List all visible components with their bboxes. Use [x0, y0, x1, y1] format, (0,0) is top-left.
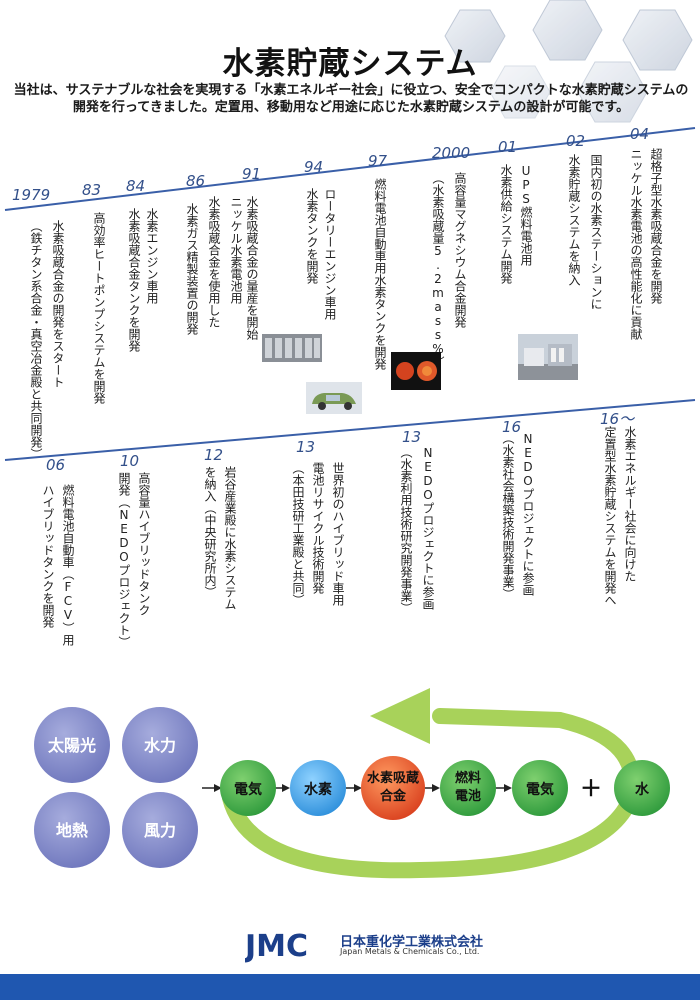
upper-event-8-line-0: UPS燃料電池用: [519, 164, 533, 266]
upper-year-4: 91: [242, 165, 262, 183]
node-hydrogen-label: 水素: [304, 781, 332, 798]
node-electricity-1-label: 電気: [234, 781, 262, 798]
intro-line-1: 当社は、サステナブルな社会を実現する「水素エネルギー社会」に役立つ、安全でコンパ…: [13, 83, 689, 98]
lower-year-2: 12: [204, 446, 224, 464]
lower-event-5-line-0: NEDOプロジェクトに参画: [521, 432, 535, 596]
upper-year-7: 2000: [432, 144, 471, 162]
upper-event-10-line-0: 超格子型水素吸蔵合金を開発: [649, 148, 663, 304]
source-hydro: 水力: [144, 736, 176, 755]
upper-event-8-line-1: 水素供給システム開発: [499, 164, 513, 284]
upper-event-4-line-2: 水素吸蔵合金の量産を開始: [245, 196, 259, 340]
plus-sign: ＋: [580, 777, 602, 802]
node-water-label: 水: [635, 781, 650, 798]
upper-event-10-line-1: ニッケル水素電池の高性能化に貢献: [629, 148, 643, 340]
lower-event-3-line-2: （本田技研工業殿と共同）: [291, 462, 305, 606]
bottom-bar: [0, 974, 700, 1000]
upper-event-6-line-0: 燃料電池自動車用水素タンクを開発: [373, 178, 387, 370]
node-water: [614, 760, 670, 816]
node-fuel-cell-label-1: 燃料: [455, 770, 481, 786]
lower-event-4-line-1: （水素利用技術研究開発事業）: [399, 446, 413, 614]
battery-photo: [262, 334, 322, 362]
node-hydrogen: [290, 760, 346, 816]
hydrogen-station-photo: [518, 334, 578, 380]
upper-year-1: 83: [82, 181, 102, 199]
upper-event-4-line-1: ニッケル水素電池用: [229, 196, 243, 304]
source-geothermal: 地熱: [56, 821, 88, 840]
node-alloy-label-2: 合金: [380, 788, 407, 804]
timeline-axis-lines: [4, 127, 696, 461]
node-alloy-label-1: 水素吸蔵: [367, 770, 419, 786]
node-electricity-2-label: 電気: [526, 781, 554, 798]
upper-year-2: 84: [126, 177, 146, 195]
upper-event-5-line-0: ロータリーエンジン車用: [323, 188, 337, 320]
lower-event-0-line-1: ハイブリッドタンクを開発: [41, 484, 55, 628]
page-title: 水素貯蔵システム: [222, 46, 478, 82]
upper-year-6: 97: [368, 152, 388, 170]
node-fuel-cell: [440, 760, 496, 816]
upper-year-10: 04: [630, 125, 650, 143]
intro-text: 当社は、サステナブルな社会を実現する「水素エネルギー社会」に役立つ、安全でコンパ…: [10, 82, 692, 116]
lower-event-6-line-0: 水素エネルギー社会に向けた: [623, 426, 637, 582]
upper-event-3-line-0: 水素ガス精製装置の開発: [185, 203, 199, 335]
node-fuel-cell-label-2: 電池: [455, 788, 481, 804]
lower-year-4: 13: [402, 428, 422, 446]
logo-mark: JMC: [245, 929, 308, 964]
upper-event-9-line-0: 国内初の水素ステーションに: [589, 154, 603, 310]
node-electricity-1: [220, 760, 276, 816]
upper-event-7-line-0: 高容量マグネシウム合金開発: [453, 172, 467, 328]
lower-event-3-line-1: 電池リサイクル技術開発: [311, 462, 325, 594]
lower-event-4-line-0: NEDOプロジェクトに参画: [421, 446, 435, 610]
hydrogen-car-photo: [306, 382, 362, 414]
cycle-arrow: [222, 708, 641, 879]
company-name-en: Japan Metals & Chemicals Co., Ltd.: [340, 947, 480, 956]
upper-event-4-line-0: 水素吸蔵合金を使用した: [207, 196, 221, 328]
cycle-arrow-head: [370, 688, 430, 744]
lower-event-1-line-0: 高容量ハイブリッドタンク: [137, 472, 151, 616]
upper-event-1-line-0: 高効率ヒートポンプシステムを開発: [92, 212, 106, 404]
lower-event-2-line-0: 岩谷産業殿に水素システム: [223, 466, 237, 610]
lower-year-6: 16～: [600, 410, 635, 428]
lower-event-0-line-0: 燃料電池自動車（FCV）用: [61, 484, 75, 646]
upper-event-0-line-1: （鉄チタン系合金・真空冶金殿と共同開発）: [29, 220, 43, 460]
energy-sources: 太陽光 水力 地熱 風力: [34, 707, 198, 868]
lower-event-1-line-1: 開発（NEDOプロジェクト）: [117, 472, 131, 648]
upper-event-2-line-1: 水素吸蔵合金タンクを開発: [127, 208, 141, 352]
node-hydrogen-storage-alloy: [361, 756, 425, 820]
upper-year-0: 1979: [12, 186, 51, 204]
upper-year-3: 86: [186, 172, 206, 190]
upper-event-0-line-0: 水素吸蔵合金の開発をスタート: [51, 220, 65, 388]
lower-event-6-line-1: 定置型水素貯蔵システムを開発へ: [603, 426, 617, 606]
upper-event-2-line-0: 水素エンジン車用: [145, 208, 159, 304]
intro-line-2: 開発を行ってきました。定置用、移動用など用途に応じた水素貯蔵システムの設計が可能…: [72, 100, 630, 115]
upper-year-9: 02: [566, 132, 586, 150]
upper-event-5-line-1: 水素タンクを開発: [305, 188, 319, 284]
upper-year-8: 01: [498, 138, 518, 156]
header-hexagon-decoration: [444, 0, 693, 123]
company-logo: JMC: [245, 929, 308, 964]
node-electricity-2: [512, 760, 568, 816]
lower-event-3-line-0: 世界初のハイブリッド車用: [331, 462, 345, 606]
lower-year-1: 10: [120, 452, 140, 470]
lower-year-5: 16: [502, 418, 522, 436]
company-name-jp: 日本重化学工業株式会社: [340, 935, 484, 950]
lower-year-0: 06: [46, 456, 66, 474]
upper-event-7-line-1: （水素吸蔵量5.2mass%）: [431, 172, 445, 368]
upper-year-5: 94: [304, 158, 324, 176]
lower-year-3: 13: [296, 438, 316, 456]
source-wind: 風力: [144, 821, 176, 840]
magnesium-alloy-photo: [391, 352, 441, 390]
lower-event-5-line-1: （水素社会構築技術開発事業）: [501, 432, 515, 600]
lower-event-2-line-1: を納入（中央研究所内）: [203, 466, 217, 598]
energy-flow-diagram: 太陽光 水力 地熱 風力 電気 水素 水素吸蔵 合金 燃料 電池 電気 ＋ 水: [34, 688, 670, 879]
upper-event-9-line-1: 水素貯蔵システムを納入: [567, 154, 581, 286]
source-solar: 太陽光: [47, 736, 96, 755]
